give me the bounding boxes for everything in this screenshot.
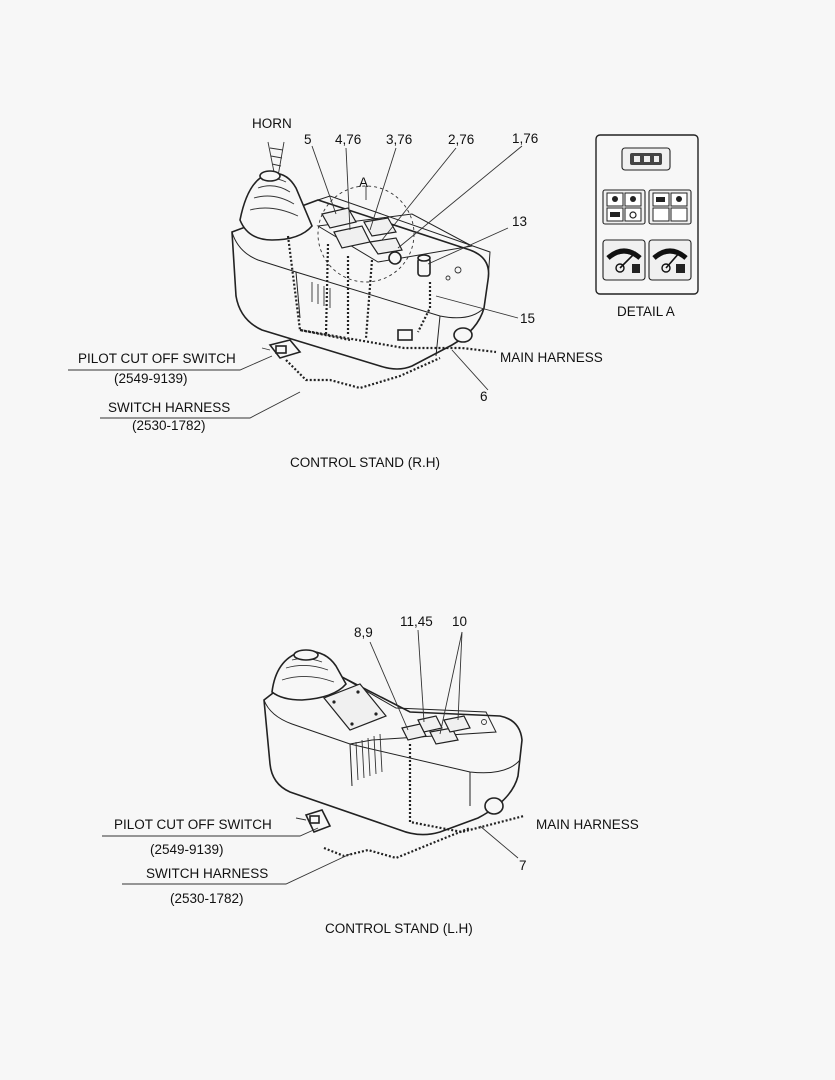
rh-console-body (231, 199, 490, 370)
lh-switch-10b (443, 715, 471, 733)
rh-joystick (239, 170, 313, 241)
rh-item-3-label: 3,76 (386, 132, 412, 147)
rh-switch-2 (368, 237, 403, 255)
lh-main-harness-label: MAIN HARNESS (536, 817, 639, 832)
lh-pilot-switch-pn: (2549-9139) (150, 842, 224, 857)
lh-switch-harness-pn: (2530-1782) (170, 891, 244, 906)
rh-pilot-switch-label: PILOT CUT OFF SWITCH (78, 351, 236, 366)
lh-joystick (271, 649, 347, 701)
lh-caption: CONTROL STAND (L.H) (325, 921, 473, 936)
rh-item-4-label: 4,76 (335, 132, 361, 147)
lh-switch-8-9 (401, 723, 427, 741)
lh-cover-plate (323, 683, 387, 731)
rh-pilot-cut-off-switch (261, 339, 302, 359)
lh-pilot-switch-label: PILOT CUT OFF SWITCH (114, 817, 272, 832)
lh-item-8-9-label: 8,9 (354, 625, 373, 640)
rh-control-stand: HORN 5 4,76 3,76 2,76 1,76 A 13 15 MAIN … (68, 116, 603, 470)
rh-item-6-label: 6 (480, 389, 488, 404)
rh-item-13-label: 13 (512, 214, 527, 229)
rh-caption: CONTROL STAND (R.H) (290, 455, 440, 470)
lh-item-11-45-label: 11,45 (400, 614, 433, 629)
lh-item-10-label: 10 (452, 614, 467, 629)
rh-pilot-switch-pn: (2549-9139) (114, 371, 188, 386)
detail-a-caption: DETAIL A (617, 304, 675, 319)
rh-switch-harness-pn: (2530-1782) (132, 418, 206, 433)
rh-detail-a-circle (317, 185, 415, 283)
rh-main-harness-label: MAIN HARNESS (500, 350, 603, 365)
rh-switch-13 (417, 254, 431, 277)
lh-pilot-cut-off-switch (295, 809, 332, 834)
rh-switch-harness-label: SWITCH HARNESS (108, 400, 230, 415)
rh-item-2-label: 2,76 (448, 132, 474, 147)
detail-a: DETAIL A (595, 134, 699, 319)
rh-detail-a-ref: A (359, 175, 368, 190)
lh-switch-harness-label: SWITCH HARNESS (146, 866, 268, 881)
rh-item-5-label: 5 (304, 132, 312, 147)
rh-round-switch (388, 251, 402, 265)
rh-item-15-label: 15 (520, 311, 535, 326)
rh-switch-5 (321, 207, 357, 229)
lh-item-7-label: 7 (519, 858, 527, 873)
lh-control-stand: 8,9 11,45 10 MAIN HARNESS 7 PILOT CUT OF… (102, 614, 639, 936)
rh-horn-label: HORN (252, 116, 292, 131)
rh-item-1-label: 1,76 (512, 131, 538, 146)
